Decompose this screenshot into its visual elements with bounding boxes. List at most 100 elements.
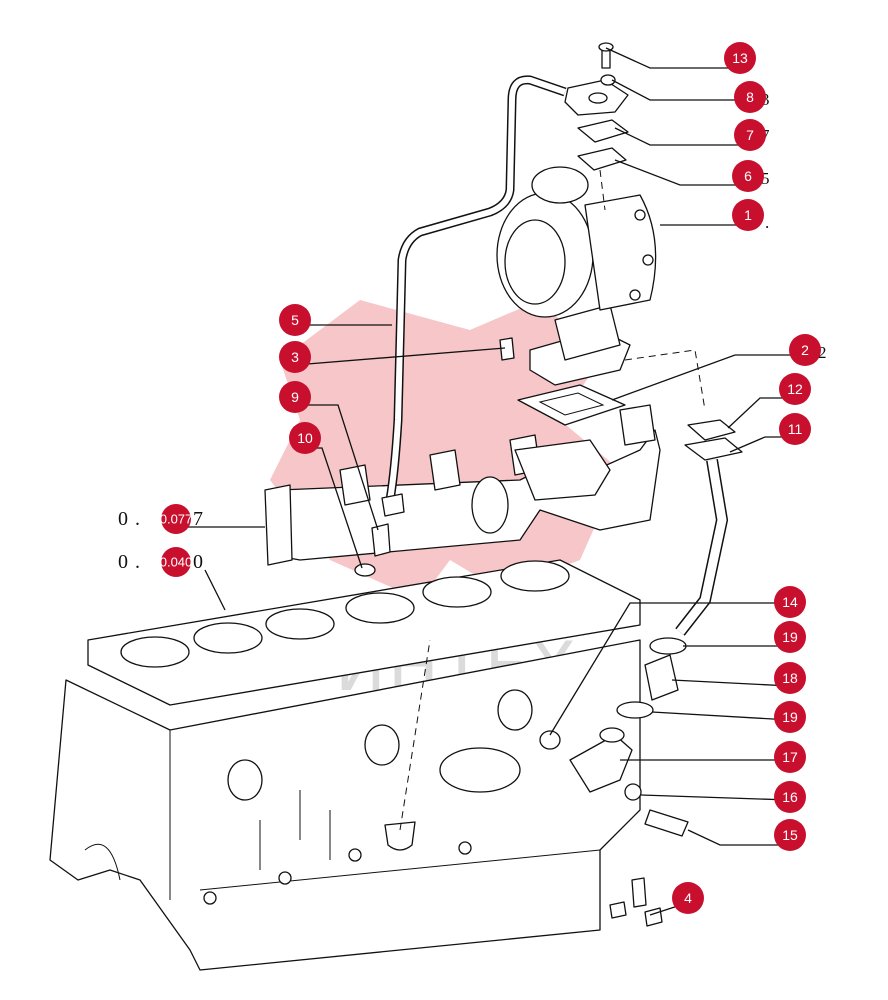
oil-feed-flange-hole: [588, 92, 608, 104]
block-rail: [199, 849, 601, 891]
turbo-bolt-2: [642, 254, 654, 266]
manifold-flange-left: [264, 484, 293, 566]
callout-4[interactable]: 4: [672, 882, 704, 914]
reference-bottom-prefix: 0 .: [118, 551, 141, 573]
ghost-1: .: [765, 213, 769, 232]
return-flange: [684, 437, 743, 461]
engine-block: [49, 559, 641, 971]
callout-3[interactable]: 3: [279, 341, 311, 373]
turbo-compressor-inlet: [504, 219, 566, 305]
fittings-kit: [609, 877, 663, 927]
oil-return-assembly: [539, 419, 743, 837]
ghost-labels: 3 7 5 . 2: [761, 90, 827, 362]
hose-clamp-upper: [649, 637, 687, 655]
reference-top-prefix: 0 .: [118, 508, 141, 530]
reference-bottom-tag-marker: [161, 547, 191, 577]
callout-6-label: 6: [744, 168, 752, 184]
callout-15[interactable]: 15: [774, 819, 806, 851]
manifold-turbo-flange: [514, 439, 611, 501]
callout-19-upper[interactable]: 19: [774, 621, 806, 653]
callout-7[interactable]: 7: [734, 119, 766, 151]
callout-9-label: 9: [291, 389, 299, 405]
oil-adapter: [371, 523, 391, 557]
callout-14-label: 14: [782, 594, 798, 610]
block-bolt-1: [278, 871, 292, 885]
block-port-1: [227, 759, 263, 801]
callout-9[interactable]: 9: [279, 381, 311, 413]
callout-4-marker: [672, 882, 704, 914]
leader-18: [671, 679, 791, 687]
callout-8[interactable]: 8: [734, 81, 766, 113]
callout-19-lower-label: 19: [782, 709, 798, 725]
reference-bottom-code: 0.040: [160, 555, 193, 570]
leader-9: [295, 404, 379, 531]
reference-labels: 0 . 0.077 7 0 . 0.040 0: [118, 504, 204, 577]
callout-10[interactable]: 10: [289, 422, 321, 454]
hose-clamp-lower: [616, 701, 654, 719]
callout-11-label: 11: [788, 421, 803, 437]
axis-line-return: [624, 349, 706, 411]
leader-13: [605, 47, 740, 69]
block-port-2: [364, 724, 400, 766]
gasket-bore-4: [345, 592, 415, 624]
block-bolt-4: [203, 891, 217, 905]
callout-17[interactable]: 17: [774, 741, 806, 773]
reference-bottom[interactable]: 0 . 0.040 0: [118, 547, 204, 577]
callout-6[interactable]: 6: [732, 160, 764, 192]
callout-1-marker: [732, 199, 764, 231]
leader-15: [687, 829, 790, 846]
ghost-6: 5: [761, 169, 770, 188]
gasket-bore-5: [422, 576, 492, 608]
callout-16[interactable]: 16: [774, 781, 806, 813]
callout-10-marker: [289, 422, 321, 454]
elbow-spigot: [599, 727, 625, 743]
callout-15-marker: [774, 819, 806, 851]
callouts: 13 8 7 6 1 5 3 9: [279, 42, 821, 914]
callout-18-label: 18: [782, 670, 798, 686]
callout-8-marker: [734, 81, 766, 113]
callout-18[interactable]: 18: [774, 662, 806, 694]
callout-3-marker: [279, 341, 311, 373]
kit-fitting-1: [631, 877, 647, 908]
callout-2[interactable]: 2: [789, 334, 821, 366]
callout-6-marker: [732, 160, 764, 192]
gasket-bore-3: [265, 608, 335, 640]
callout-1[interactable]: 1: [732, 199, 764, 231]
callout-2-marker: [789, 334, 821, 366]
reference-top[interactable]: 0 . 0.077 7: [118, 504, 204, 534]
leader-14: [549, 602, 790, 736]
flange-washer: [600, 74, 616, 86]
callout-14[interactable]: 14: [774, 586, 806, 618]
axis-line-turbo: [599, 169, 606, 211]
callout-13-marker: [724, 42, 756, 74]
reference-top-suffix: 7: [193, 508, 204, 530]
callout-12[interactable]: 12: [779, 373, 811, 405]
leader-lines: [185, 47, 805, 916]
gasket-bore-6: [500, 560, 570, 592]
callout-5-marker: [279, 304, 311, 336]
block-plug: [384, 821, 416, 851]
turbocharger: [496, 166, 706, 411]
callout-8-label: 8: [746, 89, 754, 105]
manifold-runner-1: [339, 464, 371, 506]
head-gasket: [87, 559, 641, 706]
turbo-bolt-1: [634, 209, 646, 221]
callout-7-label: 7: [746, 127, 754, 143]
callout-10-label: 10: [297, 430, 313, 446]
callout-12-label: 12: [787, 381, 803, 397]
callout-11[interactable]: 11: [779, 413, 811, 445]
manifold-bellows: [471, 476, 509, 534]
leader-8: [611, 79, 752, 101]
callout-19-upper-label: 19: [782, 629, 798, 645]
callout-19-lower[interactable]: 19: [774, 701, 806, 733]
flange-gasket-upper: [577, 119, 629, 143]
callout-12-marker: [779, 373, 811, 405]
callout-13-label: 13: [732, 50, 748, 66]
callout-19-upper-marker: [774, 621, 806, 653]
callout-5[interactable]: 5: [279, 304, 311, 336]
reference-top-tag: 0.077: [160, 504, 192, 534]
callout-13[interactable]: 13: [724, 42, 756, 74]
leader-16: [640, 794, 791, 801]
block-bolt-3: [458, 841, 472, 855]
